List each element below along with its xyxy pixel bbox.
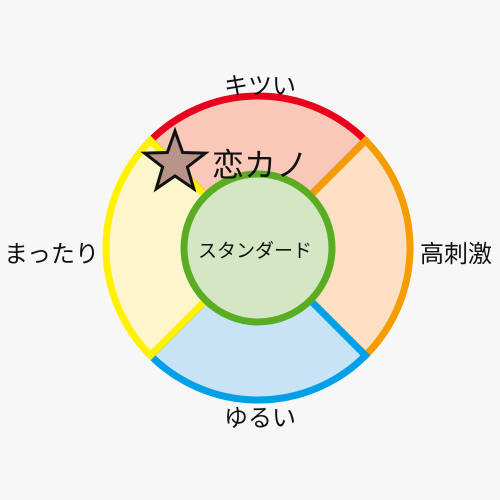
segment-label-bottom: ゆるい [224,404,296,432]
center-circle [180,170,336,326]
segment-label-left: まったり [4,240,100,268]
marker-label: 恋カノ [212,146,309,184]
segment-label-right: 高刺激 [420,240,492,268]
center-label: スタンダード [197,240,312,262]
star-icon [140,126,210,193]
segment-label-top: キツい [224,72,296,100]
